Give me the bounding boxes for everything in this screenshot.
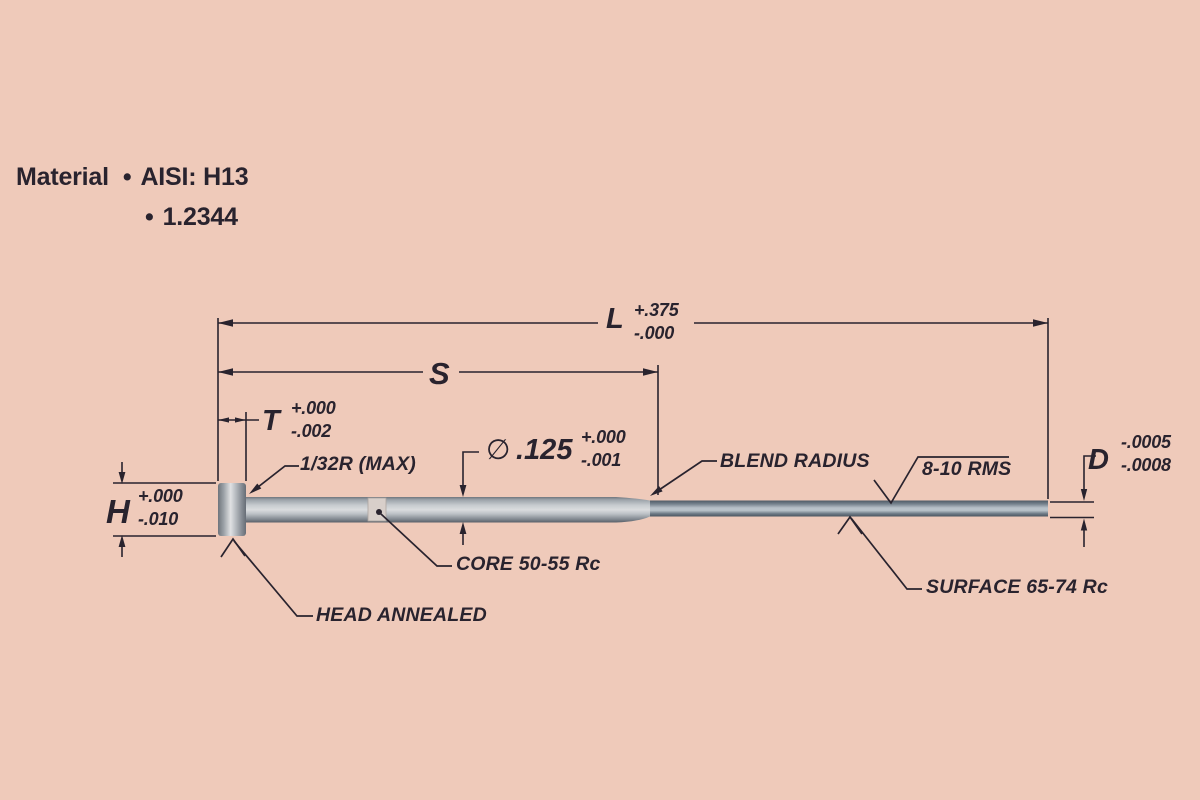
leader-core-hardness [376,509,452,567]
material-din: 1.2344 [162,203,238,231]
bullet-icon: • [145,203,154,231]
core-cutaway-window [367,497,387,522]
callout-surface-finish: 8-10 RMS [922,458,1012,480]
leader-fillet-radius [249,465,299,494]
pin-shoulder-shaft [246,497,650,523]
dim-L-tolerance: +.375 -.000 [634,300,679,343]
dim-D-lines [1050,455,1096,547]
dim-D-letter: D [1088,444,1109,476]
dim-S-letter: S [429,356,450,391]
leader-head-note [220,537,313,617]
dim-L-letter: L [606,303,624,335]
dim-dia-lines [459,451,479,545]
material-line-2: • 1.2344 [16,203,248,243]
dim-dia-tolerance: +.000 -.001 [581,427,626,470]
callout-head-note: HEAD ANNEALED [316,604,487,626]
dim-T-tolerance: +.000 -.002 [291,398,336,441]
dim-D-tolerance: -.0005 -.0008 [1121,432,1171,475]
bullet-icon: • [122,163,132,191]
leader-surface-hardness [837,515,922,590]
pin-tip-shaft [650,500,1048,517]
dim-H-letter: H [106,493,130,530]
material-aisi: AISI: H13 [140,163,249,191]
dim-H-lines [113,462,216,557]
callout-surface-hardness: SURFACE 65-74 Rc [926,576,1109,598]
surface-finish-symbol [873,456,1009,505]
dim-dia-value: .125 [516,434,573,466]
dim-H-tolerance: +.000 -.010 [138,486,183,529]
dim-L-lines [217,318,1049,499]
material-line-1: Material • AISI: H13 [16,163,249,203]
dim-S-lines [218,365,659,495]
callout-fillet-radius: 1/32R (MAX) [300,453,416,475]
material-note: Material • AISI: H13 • 1.2344 [16,163,249,243]
leader-blend-radius [650,460,717,496]
callout-blend-radius: BLEND RADIUS [720,450,870,472]
material-label: Material [16,163,109,191]
diameter-icon: ∅ [486,433,511,466]
pin-head [218,483,246,536]
dim-T-letter: T [262,405,280,437]
callout-core-hardness: CORE 50-55 Rc [456,553,601,575]
dim-T-lines [218,412,259,481]
